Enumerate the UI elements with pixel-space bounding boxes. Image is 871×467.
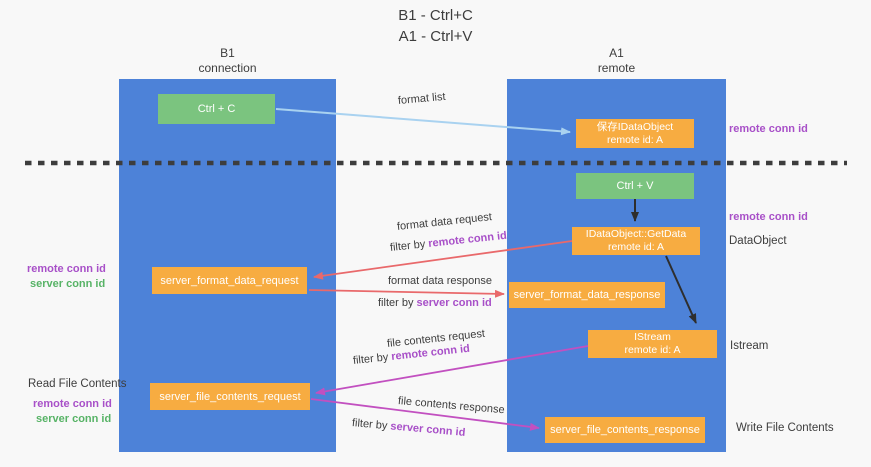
node-idataobject-getdata-line1: IDataObject::GetData (585, 228, 687, 240)
node-ctrl-v: Ctrl + V (576, 173, 694, 199)
edge-label-filter-by-server-conn-id-1: filter by server conn id (378, 297, 492, 309)
lane-a1-subtitle: remote (597, 61, 636, 75)
node-server-file-contents-response-label: server_file_contents_response (550, 424, 700, 436)
node-ctrl-v-label: Ctrl + V (616, 180, 654, 192)
node-server-file-contents-response: server_file_contents_response (545, 417, 705, 443)
edge-label-filter-by-server-conn-id-2: filter by server conn id (351, 417, 466, 439)
node-idataobject-getdata: IDataObject::GetData remote id: A (572, 227, 700, 255)
lane-a1-title: A1 (609, 46, 624, 60)
node-server-format-data-request-label: server_format_data_request (160, 274, 299, 287)
node-istream-line2: remote id: A (624, 344, 681, 356)
lane-header-b1: B1 connection (119, 46, 336, 76)
node-ctrl-c: Ctrl + C (158, 94, 275, 124)
node-server-file-contents-request-label: server_file_contents_request (159, 390, 301, 403)
node-server-file-contents-request: server_file_contents_request (150, 383, 310, 410)
side-label-read-file-contents: Read File Contents (28, 378, 127, 390)
edge-label-file-contents-response: file contents response (397, 395, 506, 417)
edge-label-format-data-request: format data request (396, 211, 493, 233)
title-line-1: B1 - Ctrl+C (398, 7, 473, 24)
title-line-2: A1 - Ctrl+V (398, 28, 473, 45)
node-save-idataobject: 保存IDataObject remote id: A (576, 119, 694, 148)
node-ctrl-c-label: Ctrl + C (197, 103, 236, 115)
node-server-format-data-response-label: server_format_data_response (513, 289, 661, 301)
edge-label-format-list: format list (397, 90, 447, 107)
arrow-format-data-response (308, 289, 505, 298)
side-label-write-file-contents: Write File Contents (736, 422, 834, 434)
lane-header-a1: A1 remote (507, 46, 726, 76)
side-label-dataobject: DataObject (729, 235, 787, 247)
node-istream: IStream remote id: A (588, 330, 717, 358)
side-label-remote-conn-id-top: remote conn id (729, 123, 808, 135)
side-label-server-conn-id-left-2: server conn id (36, 413, 112, 425)
side-label-server-conn-id-left-1: server conn id (30, 278, 106, 290)
side-label-remote-conn-id-left-1: remote conn id (27, 263, 106, 275)
side-label-remote-conn-id-left-2: remote conn id (33, 398, 112, 410)
node-server-format-data-response: server_format_data_response (509, 282, 665, 308)
node-idataobject-getdata-line2: remote id: A (607, 241, 665, 253)
side-label-remote-conn-id-mid: remote conn id (729, 211, 808, 223)
node-save-idataobject-line2: remote id: A (606, 133, 664, 146)
diagram-title: B1 - Ctrl+C A1 - Ctrl+V (0, 5, 871, 47)
lane-b1-subtitle: connection (198, 61, 257, 75)
side-label-istream: Istream (730, 340, 769, 352)
lane-b1-title: B1 (220, 46, 235, 60)
node-save-idataobject-line1: 保存IDataObject (596, 120, 674, 133)
edge-label-filter-by-remote-conn-id-1: filter by remote conn id (389, 229, 508, 254)
edge-label-format-data-response: format data response (388, 275, 492, 287)
node-istream-line1: IStream (634, 331, 671, 343)
node-server-format-data-request: server_format_data_request (152, 267, 307, 294)
